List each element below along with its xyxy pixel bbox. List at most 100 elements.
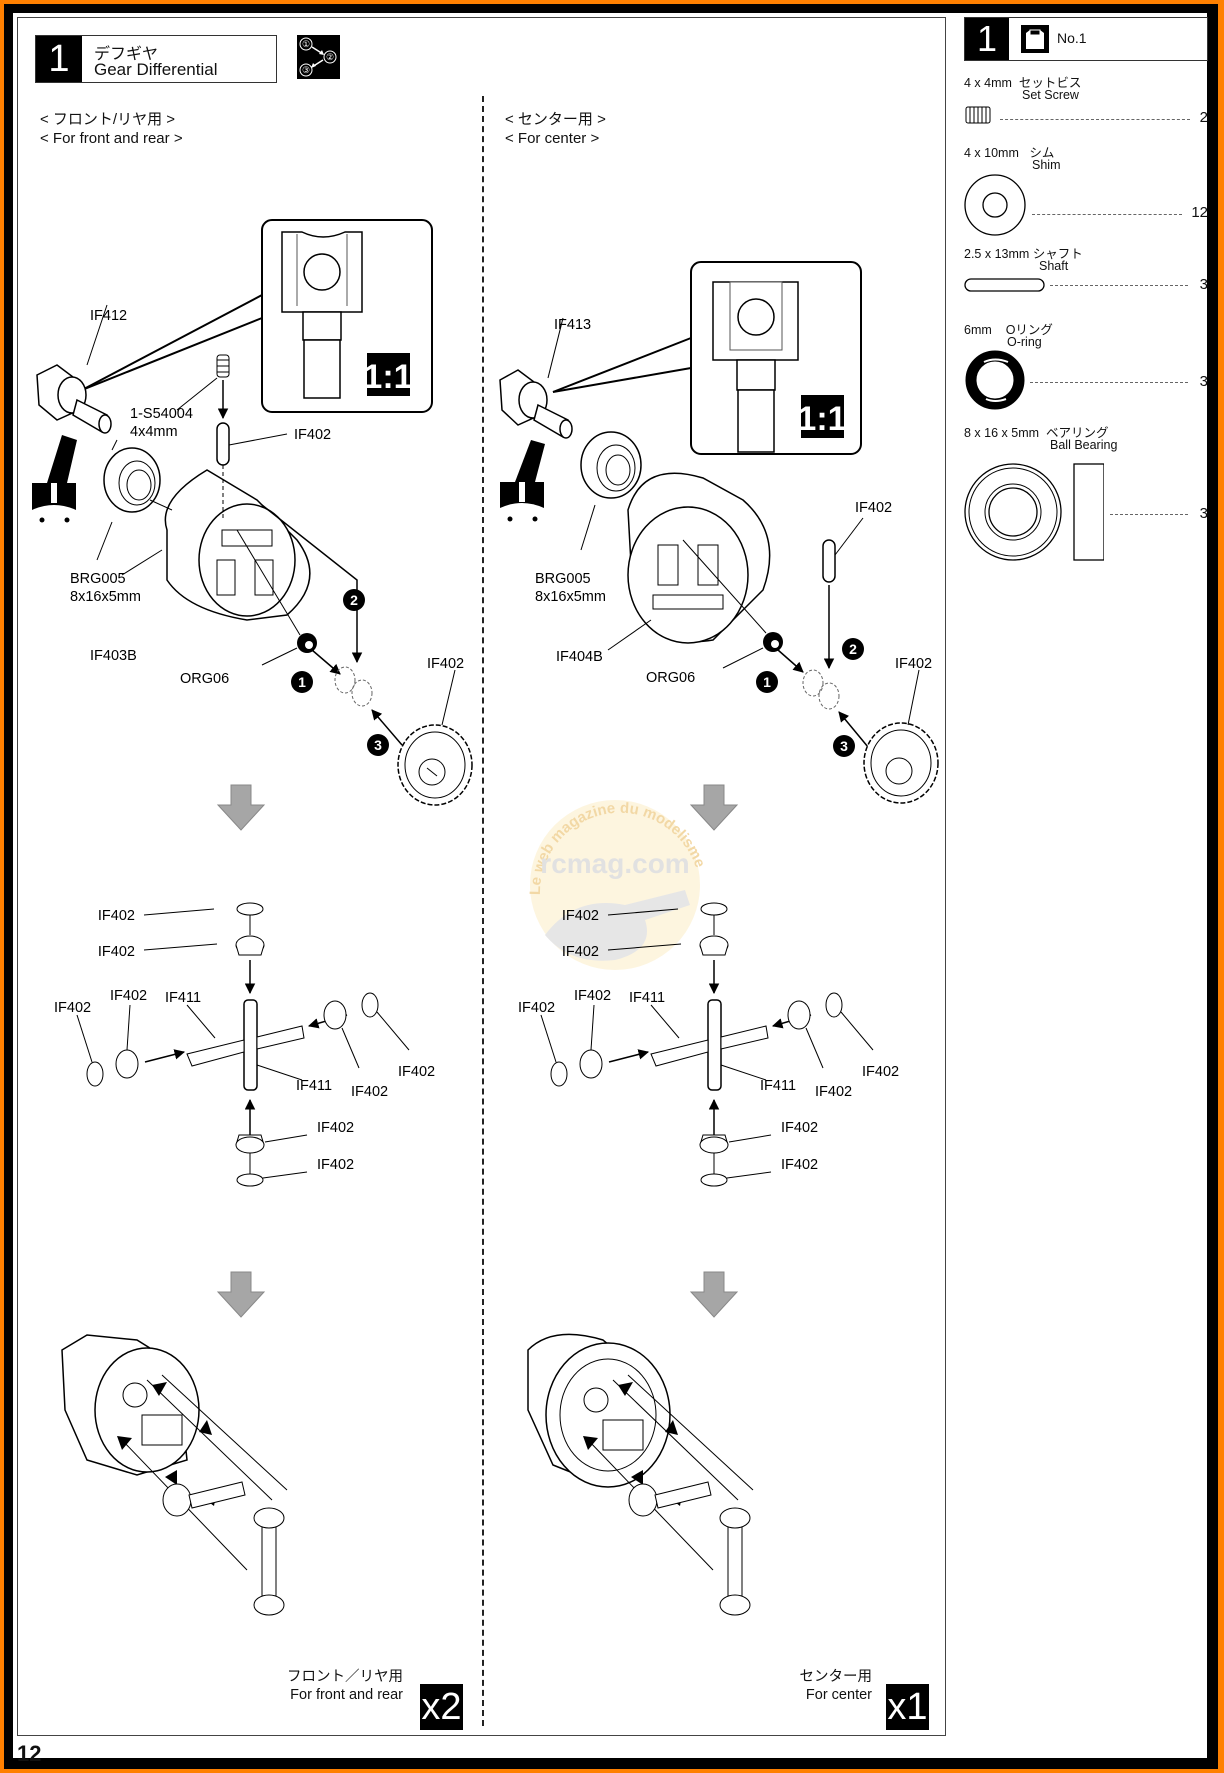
parts-list-item: 4 x 4mm セットビス Set Screw 2 (964, 72, 1208, 132)
item-quantity: 12 (1191, 204, 1208, 221)
bevel-gear-part (863, 722, 939, 804)
parts-list-item: 2.5 x 13mm シャフト Shaft 3 (964, 243, 1208, 303)
item-name-en: O-ring (1007, 335, 1042, 349)
leader-dots (1110, 514, 1188, 515)
item-name-jp: シム (1029, 146, 1055, 160)
item-size: 4 x 10mm シム (964, 146, 1055, 160)
next-step-arrow-icon (216, 1271, 266, 1318)
o-ring-part (297, 633, 317, 653)
label-bottom-washer: IF402 (317, 1157, 354, 1173)
quantity-badge-front-rear: x2 (420, 1684, 463, 1730)
pin-part (216, 422, 230, 466)
scale-callout-front-rear: 1:1 (81, 219, 433, 413)
ball-bearing-part (103, 439, 161, 513)
shim-washer-icon (964, 174, 1026, 236)
section-label-center-jp: < センター用 > (505, 111, 606, 128)
step-number: 1 (36, 36, 82, 82)
label-right-washer: IF402 (398, 1064, 435, 1080)
step-badge-3: 3 (367, 734, 389, 756)
leader-dots (1000, 119, 1190, 120)
label-left-shaft: IF411 (629, 990, 665, 1006)
label-case: IF404B (556, 649, 603, 665)
item-quantity: 3 (1199, 276, 1208, 293)
label-gear: IF402 (427, 656, 464, 672)
sequence-mark-3: ③ (302, 65, 310, 75)
scale-badge-front-rear: 1:1 (363, 358, 412, 396)
set-screw-icon (965, 106, 991, 124)
label-bearing-size: 8x16x5mm (535, 589, 606, 605)
item-name-jp: Oリング (1005, 323, 1053, 337)
quantity-note-center-en: For center (805, 1687, 872, 1703)
section-label-center: < センター用 > < For center > (505, 110, 606, 148)
label-bearing-code: BRG005 (535, 571, 591, 587)
assembled-differential-front-rear (61, 1334, 288, 1616)
diff-case-part (164, 465, 311, 621)
label-left-washer: IF402 (54, 1000, 91, 1016)
label-bearing-size: 8x16x5mm (70, 589, 141, 605)
item-size: 6mm Oリング (964, 323, 1053, 337)
parts-bag-icon (1021, 25, 1049, 53)
shaft-pin-icon (964, 278, 1045, 292)
label-center-shaft: IF411 (296, 1078, 332, 1094)
set-screw-part (216, 354, 230, 378)
quantity-note-front-rear-jp: フロント／リヤ用 (287, 1669, 403, 1685)
svg-text:3: 3 (374, 737, 382, 753)
svg-text:2: 2 (350, 592, 358, 608)
label-oring: ORG06 (646, 670, 695, 686)
label-left-gear: IF402 (110, 988, 147, 1004)
label-bottom-gear: IF402 (781, 1120, 818, 1136)
item-name-jp: シャフト (1032, 247, 1083, 261)
leader-line (86, 304, 108, 366)
step-title-en: Gear Differential (94, 60, 218, 79)
label-pin: IF402 (855, 500, 892, 516)
parts-list-header: 1 No.1 (964, 17, 1208, 61)
label-set-screw-code: 1-S54004 (130, 406, 193, 422)
o-ring-icon (965, 350, 1025, 410)
label-top-washer: IF402 (562, 908, 599, 924)
label-pin: IF402 (294, 427, 331, 443)
label-case: IF403B (90, 648, 137, 664)
assembled-differential-center (527, 1333, 754, 1616)
item-name-en: Set Screw (1022, 88, 1079, 102)
leader-dots (1050, 285, 1188, 286)
diff-cup-part (36, 364, 112, 434)
center-exploded-diagram: 1:1 1 (499, 261, 939, 1616)
label-gear: IF402 (895, 656, 932, 672)
label-left-washer: IF402 (518, 1000, 555, 1016)
item-quantity: 2 (1199, 109, 1208, 126)
item-name-jp: ベアリング (1045, 426, 1109, 440)
spider-cross-assembly (540, 902, 874, 1187)
label-bottom-washer: IF402 (781, 1157, 818, 1173)
item-size: 2.5 x 13mm シャフト (964, 247, 1083, 261)
sequence-order-icon: ① ② ③ (297, 35, 340, 79)
front-rear-exploded-diagram: 1:1 (32, 219, 473, 1616)
gear-grease-warning-icon (32, 435, 77, 527)
label-bearing-code: BRG005 (70, 571, 126, 587)
gear-grease-warning-icon (500, 440, 545, 526)
item-size: 4 x 4mm セットビス (964, 76, 1082, 90)
item-name-jp: セットビス (1018, 76, 1082, 90)
label-bottom-gear: IF402 (317, 1120, 354, 1136)
item-name-en: Ball Bearing (1050, 438, 1118, 452)
next-step-arrow-icon (689, 784, 739, 831)
parts-list-item: 4 x 10mm シム Shim 12 (964, 142, 1208, 237)
label-left-gear: IF402 (574, 988, 611, 1004)
section-label-front-rear-en: < For front and rear > (40, 130, 183, 147)
section-label-center-en: < For center > (505, 130, 600, 147)
item-quantity: 3 (1199, 373, 1208, 390)
label-oring: ORG06 (180, 671, 229, 687)
label-top-gear: IF402 (98, 944, 135, 960)
scale-callout-center: 1:1 (552, 261, 862, 455)
svg-text:1: 1 (763, 674, 771, 690)
quantity-note-center: センター用 For center (760, 1668, 873, 1704)
diff-cup-part (499, 369, 573, 439)
quantity-note-front-rear-en: For front and rear (290, 1687, 403, 1703)
step-header: 1 デフギヤ Gear Differential (35, 35, 277, 83)
section-label-front-rear: < フロント/リヤ用 > < For front and rear > (40, 110, 183, 148)
step-badge-2: 2 (842, 638, 864, 660)
label-top-washer: IF402 (98, 908, 135, 924)
label-right-gear: IF402 (351, 1084, 388, 1100)
label-right-washer: IF402 (862, 1064, 899, 1080)
column-divider (482, 96, 484, 1726)
scale-badge-center: 1:1 (797, 400, 846, 438)
